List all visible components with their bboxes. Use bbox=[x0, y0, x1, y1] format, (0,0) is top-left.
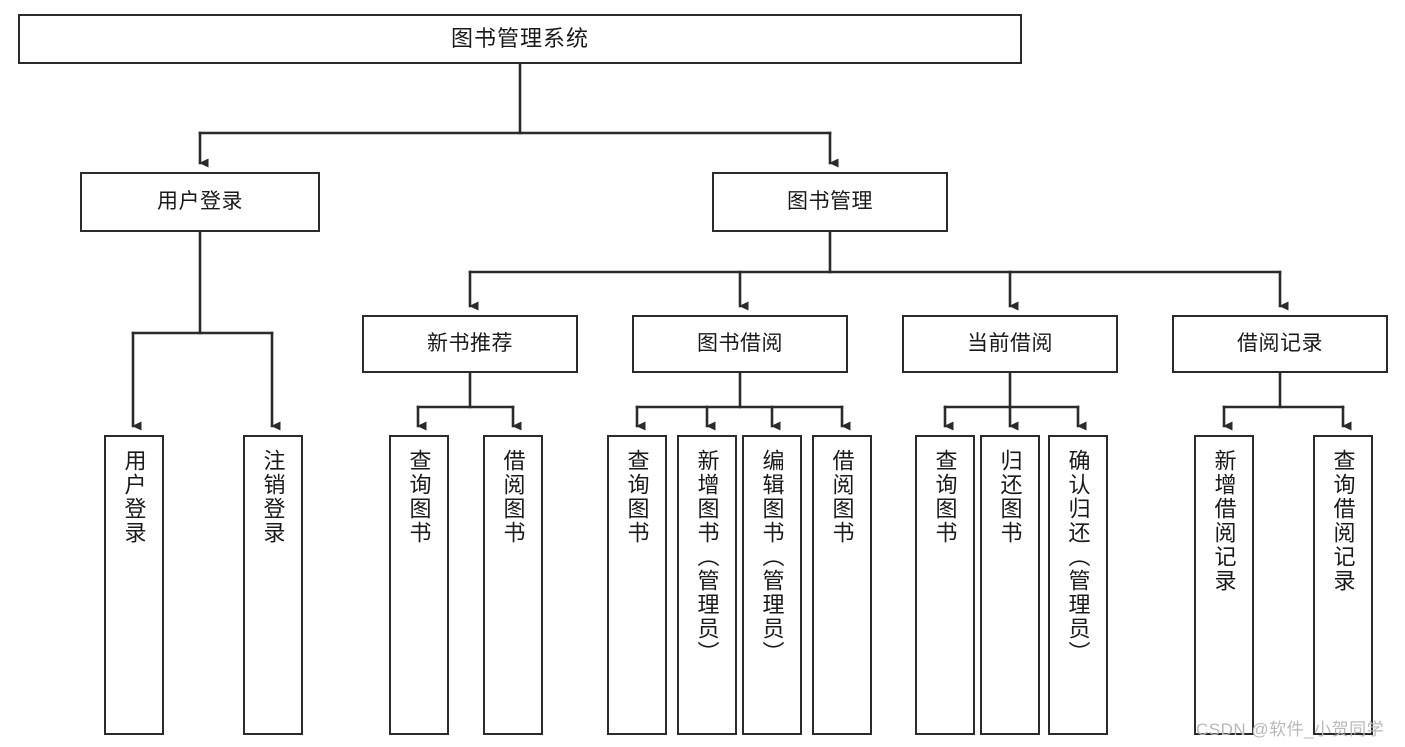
leaf-borrow-add-book-admin[interactable]: 新增图书（管理员） bbox=[677, 435, 737, 735]
leaf-user-login-signout[interactable]: 注销登录 bbox=[243, 435, 303, 735]
node-label: 图书管理系统 bbox=[450, 26, 589, 52]
csdn-watermark: CSDN @软件_小贺同学 bbox=[1196, 720, 1385, 739]
node-label: 新增借阅记录 bbox=[1211, 449, 1237, 593]
node-book-management[interactable]: 图书管理 bbox=[712, 172, 948, 232]
node-label: 查询图书 bbox=[406, 449, 432, 545]
node-label: 归还图书 bbox=[997, 449, 1023, 545]
node-book-borrow[interactable]: 图书借阅 bbox=[632, 315, 848, 373]
leaf-borrow-edit-book-admin[interactable]: 编辑图书（管理员） bbox=[742, 435, 802, 735]
node-label: 用户登录 bbox=[121, 449, 147, 545]
node-label: 用户登录 bbox=[157, 189, 243, 213]
node-label: 当前借阅 bbox=[967, 331, 1053, 355]
node-label: 编辑图书（管理员） bbox=[759, 449, 785, 665]
node-label: 新增图书（管理员） bbox=[694, 449, 720, 665]
node-label: 图书管理 bbox=[787, 189, 873, 213]
leaf-borrow-borrow-book[interactable]: 借阅图书 bbox=[812, 435, 872, 735]
leaf-record-add-record[interactable]: 新增借阅记录 bbox=[1194, 435, 1254, 735]
leaf-current-confirm-return-admin[interactable]: 确认归还（管理员） bbox=[1048, 435, 1108, 735]
leaf-record-query-record[interactable]: 查询借阅记录 bbox=[1313, 435, 1373, 735]
node-new-book-recommend[interactable]: 新书推荐 bbox=[362, 315, 578, 373]
leaf-recommend-query-book[interactable]: 查询图书 bbox=[389, 435, 449, 735]
node-borrow-record[interactable]: 借阅记录 bbox=[1172, 315, 1388, 373]
node-label: 借阅记录 bbox=[1237, 331, 1323, 355]
node-label: 查询图书 bbox=[932, 449, 958, 545]
node-root-system[interactable]: 图书管理系统 bbox=[18, 14, 1022, 64]
node-label: 图书借阅 bbox=[697, 331, 783, 355]
node-label: 查询图书 bbox=[624, 449, 650, 545]
node-current-borrow[interactable]: 当前借阅 bbox=[902, 315, 1118, 373]
node-label: 借阅图书 bbox=[500, 449, 526, 545]
node-label: 新书推荐 bbox=[427, 331, 513, 355]
leaf-user-login-signin[interactable]: 用户登录 bbox=[104, 435, 164, 735]
leaf-current-return-book[interactable]: 归还图书 bbox=[980, 435, 1040, 735]
node-label: 注销登录 bbox=[260, 449, 286, 545]
node-label: 查询借阅记录 bbox=[1330, 449, 1356, 593]
leaf-recommend-borrow-book[interactable]: 借阅图书 bbox=[483, 435, 543, 735]
leaf-current-query-book[interactable]: 查询图书 bbox=[915, 435, 975, 735]
node-user-login[interactable]: 用户登录 bbox=[80, 172, 320, 232]
node-label: 确认归还（管理员） bbox=[1065, 449, 1091, 665]
leaf-borrow-query-book[interactable]: 查询图书 bbox=[607, 435, 667, 735]
node-label: 借阅图书 bbox=[829, 449, 855, 545]
